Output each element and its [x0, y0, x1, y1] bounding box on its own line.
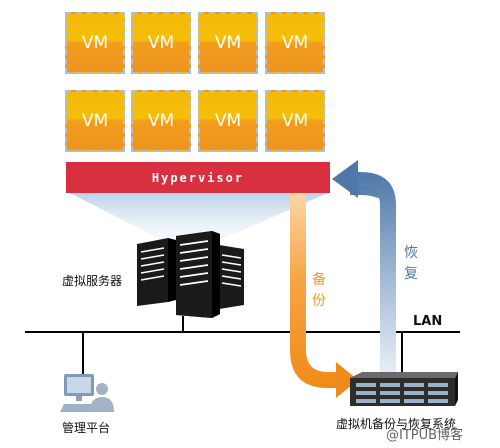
hypervisor-bar: Hypervisor: [66, 162, 330, 193]
backup-arrow-head: [336, 362, 358, 398]
server-label: 虚拟服务器: [62, 274, 123, 288]
vm-box-3: VM: [198, 12, 258, 74]
vm-label: VM: [147, 111, 175, 131]
lan-label: LAN: [413, 314, 443, 329]
vm-box-2: VM: [131, 12, 191, 74]
vm-box-5: VM: [65, 90, 125, 152]
vm-label: VM: [214, 111, 242, 131]
virtual-server-icon: [137, 231, 244, 318]
vm-label: VM: [81, 111, 109, 131]
vm-label: VM: [281, 111, 309, 131]
vm-box-1: VM: [65, 12, 125, 74]
vm-box-8: VM: [265, 90, 325, 152]
backup-label: 备 份: [312, 272, 326, 309]
hypervisor-label: Hypervisor: [151, 170, 245, 185]
watermark: @ITPUB博客: [386, 428, 464, 443]
vm-label: VM: [81, 33, 109, 53]
management-pc-icon: [60, 374, 114, 412]
mgmt-label: 管理平台: [62, 421, 111, 435]
backup-arrow-body: [290, 193, 338, 388]
hypervisor-cone: [70, 193, 328, 242]
vm-box-7: VM: [198, 90, 258, 152]
restore-arrow-head: [332, 160, 358, 198]
vm-box-6: VM: [131, 90, 191, 152]
restore-arrow-body: [358, 172, 396, 372]
vm-box-4: VM: [265, 12, 325, 74]
vm-label: VM: [281, 33, 309, 53]
restore-label: 恢 复: [404, 245, 418, 282]
vm-label: VM: [214, 33, 242, 53]
vm-label: VM: [147, 33, 175, 53]
backup-appliance-icon: [350, 372, 458, 406]
backup-system-label: 虚拟机备份与恢复系统: [336, 417, 457, 431]
